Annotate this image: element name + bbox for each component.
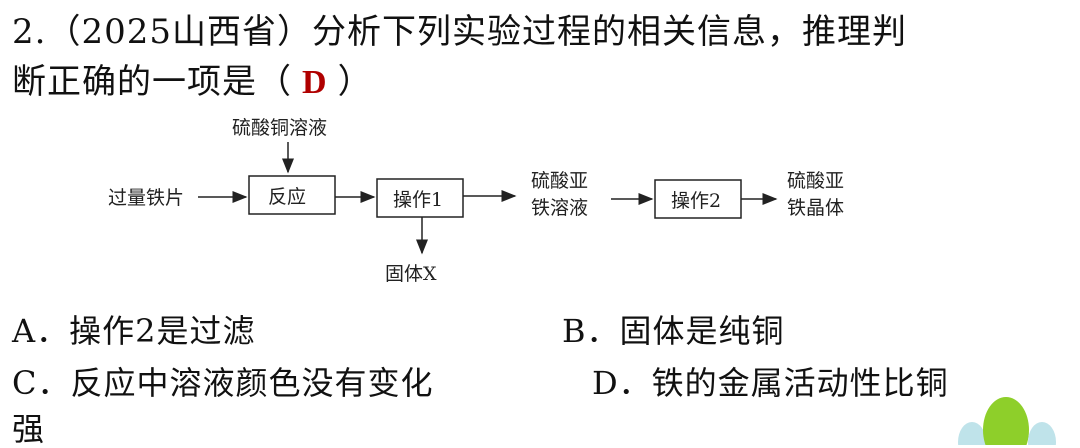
reaction-box <box>248 175 336 215</box>
solution-label-1: 硫酸亚 <box>531 170 588 192</box>
question-prefix: 断正确的一项是（ <box>12 62 292 102</box>
question-suffix: ） <box>337 62 373 102</box>
option-c-continuation: 强 <box>12 410 46 448</box>
question-line-1: 2.（2025山西省）分析下列实验过程的相关信息，推理判 <box>12 12 907 52</box>
decor-right-drop <box>1028 422 1056 445</box>
solid-label: 固体X <box>385 263 437 285</box>
reaction-label: 反应 <box>268 186 306 208</box>
input-label: 过量铁片 <box>108 187 184 209</box>
reagent-label: 硫酸铜溶液 <box>232 117 327 139</box>
process-flow-diagram: 硫酸铜溶液 过量铁片 反应 操作1 固体X 硫酸亚 铁溶液 操作2 硫酸亚 铁晶… <box>108 117 844 285</box>
option-b: B．固体是纯铜 <box>562 312 785 350</box>
option-d: D．铁的金属活动性比铜 <box>592 364 949 402</box>
option-c: C．反应中溶液颜色没有变化 <box>12 364 434 402</box>
option-a: A．操作2是过滤 <box>12 312 256 350</box>
question-text-1: 2.（2025山西省）分析下列实验过程的相关信息，推理判 <box>12 12 907 52</box>
operation1-label: 操作1 <box>393 189 443 211</box>
answer-label: D <box>302 64 328 101</box>
operation2-label: 操作2 <box>671 190 721 212</box>
solution-label-2: 铁溶液 <box>531 197 588 219</box>
crystal-label-1: 硫酸亚 <box>787 170 844 192</box>
crystal-label-2: 铁晶体 <box>787 197 844 219</box>
question-line-2: 断正确的一项是（ D） <box>12 62 373 103</box>
decor-left-drop <box>958 422 986 445</box>
operation1-box <box>376 178 464 218</box>
decor-green-drop <box>983 397 1029 445</box>
